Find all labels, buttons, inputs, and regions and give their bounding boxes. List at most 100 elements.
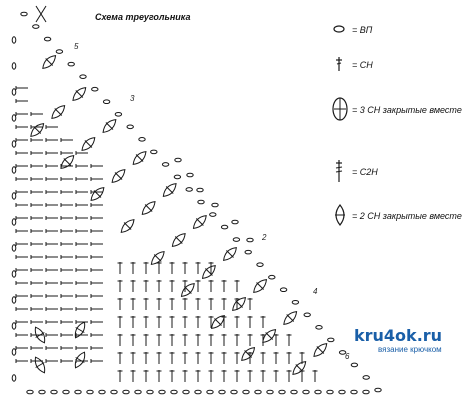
cluster-stitch: [223, 247, 237, 261]
chain-stitch: [266, 389, 274, 395]
tr-icon: [330, 158, 352, 186]
chain-stitch: [350, 362, 359, 368]
chain-stitch: [110, 389, 118, 395]
legend-item-chain: = ВП: [330, 24, 372, 36]
dc2tog-icon: [330, 202, 352, 230]
chain-stitch: [32, 24, 40, 29]
corner-mark: [35, 5, 47, 23]
dc-icon: [330, 55, 352, 75]
chain-stitch: [146, 389, 154, 395]
chain-stitch: [182, 389, 190, 395]
chain-stitch: [86, 389, 94, 395]
chain-stitch: [114, 111, 123, 117]
chain-stitch: [11, 192, 17, 200]
chain-stitch: [242, 389, 250, 395]
chain-stitch: [338, 389, 346, 395]
cluster-stitch: [283, 311, 298, 325]
cluster-stitch: [74, 321, 86, 339]
chain-stitch: [11, 140, 17, 148]
chain-stitch: [11, 218, 17, 226]
cluster-stitch: [171, 233, 186, 247]
chain-stitch: [11, 62, 17, 70]
cluster-stitch: [292, 361, 307, 375]
chain-icon: [330, 24, 352, 36]
chain-stitch: [196, 187, 204, 193]
legend-label: = С2Н: [352, 167, 378, 177]
cluster-stitch: [180, 283, 195, 297]
chain-stitch: [158, 389, 166, 395]
chain-stitch: [211, 202, 219, 208]
legend-item-dc3tog: = 3 СН закрытые вместе: [330, 96, 462, 124]
chain-stitch: [11, 322, 17, 330]
chain-stitch: [50, 389, 58, 395]
chain-stitch: [374, 387, 382, 393]
chain-stitch: [26, 389, 34, 395]
legend-label: = 3 СН закрытые вместе: [352, 105, 462, 115]
chain-stitch: [102, 99, 111, 105]
chain-stitch: [11, 166, 17, 174]
chain-stitch: [246, 237, 254, 243]
chain-stitch: [231, 219, 239, 225]
chain-stitch: [315, 325, 323, 330]
cluster-stitch: [60, 155, 75, 169]
chain-stitch: [326, 389, 334, 395]
cluster-stitch: [162, 183, 177, 197]
row-number: 3: [130, 94, 135, 103]
chain-stitch: [11, 296, 17, 304]
chain-stitch: [38, 389, 46, 395]
cluster-stitch: [34, 356, 46, 374]
cluster-stitch: [74, 351, 86, 369]
chain-stitch: [197, 199, 205, 205]
chain-stitch: [209, 212, 217, 217]
chain-stitch: [11, 374, 17, 382]
cluster-stitch: [42, 55, 57, 69]
chain-stitch: [79, 74, 87, 79]
cluster-stitch: [232, 297, 246, 311]
cluster-stitch: [253, 279, 268, 293]
chain-stitch: [62, 389, 70, 395]
chain-stitch: [20, 11, 28, 17]
diagram-title: Схема треугольника: [95, 12, 191, 22]
chain-stitch: [256, 262, 264, 267]
chain-stitch: [174, 157, 182, 163]
chain-stitch: [11, 270, 17, 278]
chain-stitch: [278, 389, 286, 395]
row-number: 5: [74, 42, 79, 51]
cluster-stitch: [111, 169, 126, 183]
chain-stitch: [303, 312, 311, 318]
legend-label: = ВП: [352, 25, 373, 35]
chain-stitch: [194, 389, 202, 395]
chain-stitch: [43, 36, 52, 42]
chain-stitch: [91, 86, 99, 92]
row-number: 2: [262, 233, 267, 242]
chain-stitch: [279, 287, 288, 293]
chain-stitch: [362, 375, 370, 380]
chain-stitch: [161, 162, 170, 167]
chain-stitch: [350, 389, 358, 395]
chain-stitch: [134, 389, 142, 395]
chain-stitch: [11, 88, 17, 96]
chain-stitch: [74, 389, 82, 395]
chain-stitch: [218, 389, 226, 395]
legend-item-dc2tog: = 2 СН закрытые вместе: [330, 202, 462, 230]
cluster-stitch: [102, 119, 117, 133]
chain-stitch: [338, 350, 347, 355]
row-number: 4: [313, 287, 318, 296]
cluster-stitch: [34, 326, 46, 344]
cluster-stitch: [313, 343, 328, 357]
cluster-stitch: [241, 347, 256, 361]
chain-stitch: [11, 244, 17, 252]
chain-stitch: [314, 389, 322, 395]
chain-stitch: [67, 61, 75, 67]
cluster-stitch: [30, 123, 45, 137]
dc3tog-icon: [330, 96, 352, 124]
chain-stitch: [11, 348, 17, 356]
cluster-stitch: [72, 87, 87, 101]
cluster-stitch: [201, 265, 216, 279]
chain-stitch: [11, 36, 17, 44]
cluster-stitch: [192, 215, 207, 229]
cluster-stitch: [141, 201, 156, 215]
chain-stitch: [138, 137, 146, 142]
cluster-stitch: [81, 137, 96, 151]
